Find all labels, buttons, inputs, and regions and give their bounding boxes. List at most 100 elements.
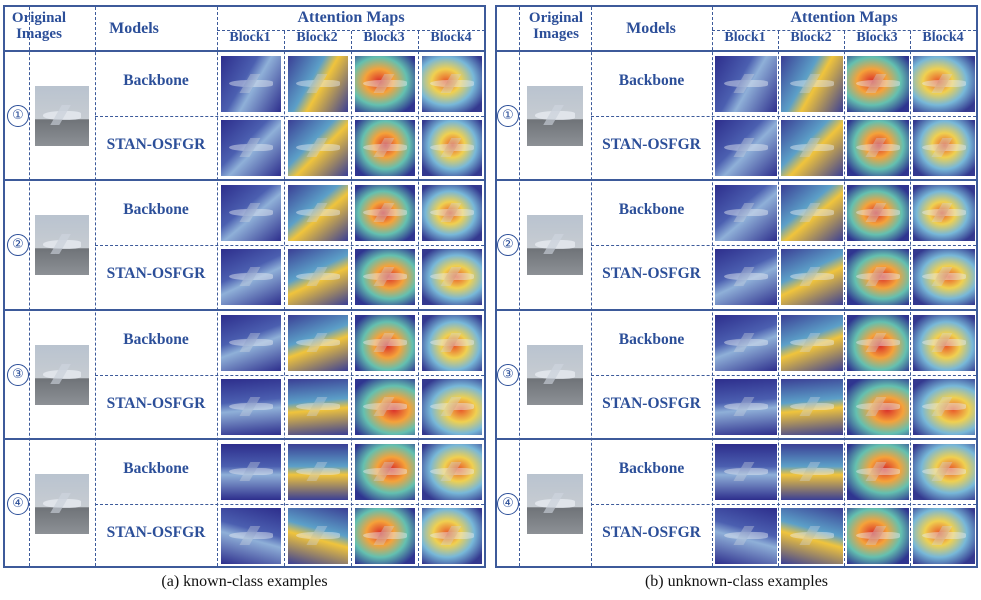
- panel-known: Original Images Models Attention Maps Bl…: [3, 5, 486, 590]
- group-divider: [5, 179, 484, 181]
- model-label-backbone: Backbone: [618, 331, 685, 348]
- col-divider-3: [712, 7, 713, 566]
- col-divider-3: [217, 7, 218, 566]
- header-block4: Block4: [922, 30, 964, 45]
- airplane-shape: [855, 79, 901, 88]
- airplane-shape: [430, 272, 474, 281]
- header-block2: Block2: [296, 30, 338, 45]
- header-models: Models: [626, 20, 676, 37]
- model-label-backbone: Backbone: [618, 201, 685, 218]
- attention-map-block4: [422, 508, 482, 564]
- airplane-shape: [921, 79, 967, 88]
- airplane-shape: [430, 402, 474, 411]
- attention-map-block1: [715, 120, 777, 176]
- original-image: [527, 215, 583, 275]
- attention-map-block3: [847, 508, 909, 564]
- airplane-shape: [430, 208, 474, 217]
- header-attention-maps: Attention Maps: [790, 9, 898, 26]
- airplane-shape: [855, 531, 901, 540]
- header-block1: Block1: [229, 30, 271, 45]
- attention-map-block3: [847, 444, 909, 500]
- airplane-shape: [363, 402, 407, 411]
- col-divider-1: [519, 7, 520, 566]
- attention-map-block2: [781, 56, 843, 112]
- attention-map-block1: [221, 444, 281, 500]
- caption-known: (a) known-class examples: [161, 573, 328, 590]
- airplane-shape: [855, 143, 901, 152]
- attention-map-block4: [422, 444, 482, 500]
- airplane-shape: [42, 499, 82, 508]
- airplane-shape: [229, 402, 273, 411]
- airplane-shape: [855, 402, 901, 411]
- header-divider: [5, 50, 484, 52]
- attention-map-block3: [847, 120, 909, 176]
- attention-map-block3: [847, 379, 909, 435]
- header-sub-divider: [712, 30, 976, 31]
- attention-map-block4: [913, 249, 975, 305]
- attention-map-block1: [715, 56, 777, 112]
- attention-map-block4: [913, 315, 975, 371]
- airplane-shape: [229, 531, 273, 540]
- airplane-shape: [723, 272, 769, 281]
- row-index-badge: ②: [7, 234, 29, 256]
- airplane-shape: [789, 467, 835, 476]
- airplane-shape: [229, 143, 273, 152]
- attention-map-block1: [715, 508, 777, 564]
- attention-map-block2: [781, 508, 843, 564]
- airplane-shape: [921, 402, 967, 411]
- col-divider-5: [844, 31, 845, 566]
- airplane-shape: [430, 467, 474, 476]
- col-divider-6: [910, 31, 911, 566]
- airplane-shape: [789, 208, 835, 217]
- airplane-shape: [789, 402, 835, 411]
- model-divider: [591, 116, 976, 117]
- airplane-shape: [430, 531, 474, 540]
- airplane-shape: [229, 79, 273, 88]
- row-index-badge: ④: [7, 493, 29, 515]
- group-divider: [5, 438, 484, 440]
- attention-map-block4: [422, 120, 482, 176]
- attention-map-block4: [422, 315, 482, 371]
- attention-map-block4: [913, 444, 975, 500]
- attention-map-block4: [913, 379, 975, 435]
- airplane-shape: [723, 402, 769, 411]
- airplane-shape: [789, 143, 835, 152]
- model-label-stan-osfgr: STAN-OSFGR: [602, 524, 701, 541]
- airplane-shape: [534, 370, 576, 379]
- header-attention-maps: Attention Maps: [297, 9, 405, 26]
- airplane-shape: [229, 272, 273, 281]
- attention-map-block1: [221, 379, 281, 435]
- original-image: [35, 345, 89, 405]
- airplane-shape: [723, 467, 769, 476]
- group-divider: [5, 309, 484, 311]
- model-label-backbone: Backbone: [618, 460, 685, 477]
- airplane-shape: [363, 143, 407, 152]
- attention-map-block2: [288, 444, 348, 500]
- airplane-shape: [921, 272, 967, 281]
- header-original-images: Original Images: [528, 10, 584, 42]
- attention-map-block2: [288, 379, 348, 435]
- attention-map-block1: [221, 185, 281, 241]
- original-image: [527, 86, 583, 146]
- airplane-shape: [296, 208, 340, 217]
- attention-map-block3: [355, 185, 415, 241]
- attention-map-block2: [288, 508, 348, 564]
- model-divider: [591, 375, 976, 376]
- attention-map-block2: [781, 249, 843, 305]
- airplane-shape: [789, 79, 835, 88]
- attention-map-block4: [422, 249, 482, 305]
- attention-map-block3: [355, 249, 415, 305]
- model-divider: [95, 245, 484, 246]
- airplane-shape: [430, 338, 474, 347]
- airplane-shape: [229, 338, 273, 347]
- attention-map-block1: [221, 249, 281, 305]
- attention-map-block2: [781, 315, 843, 371]
- airplane-shape: [296, 531, 340, 540]
- airplane-shape: [363, 531, 407, 540]
- model-divider: [95, 504, 484, 505]
- attention-map-block1: [715, 249, 777, 305]
- model-label-backbone: Backbone: [123, 460, 189, 477]
- header-block2: Block2: [790, 30, 832, 45]
- group-divider: [497, 309, 976, 311]
- attention-map-block3: [355, 379, 415, 435]
